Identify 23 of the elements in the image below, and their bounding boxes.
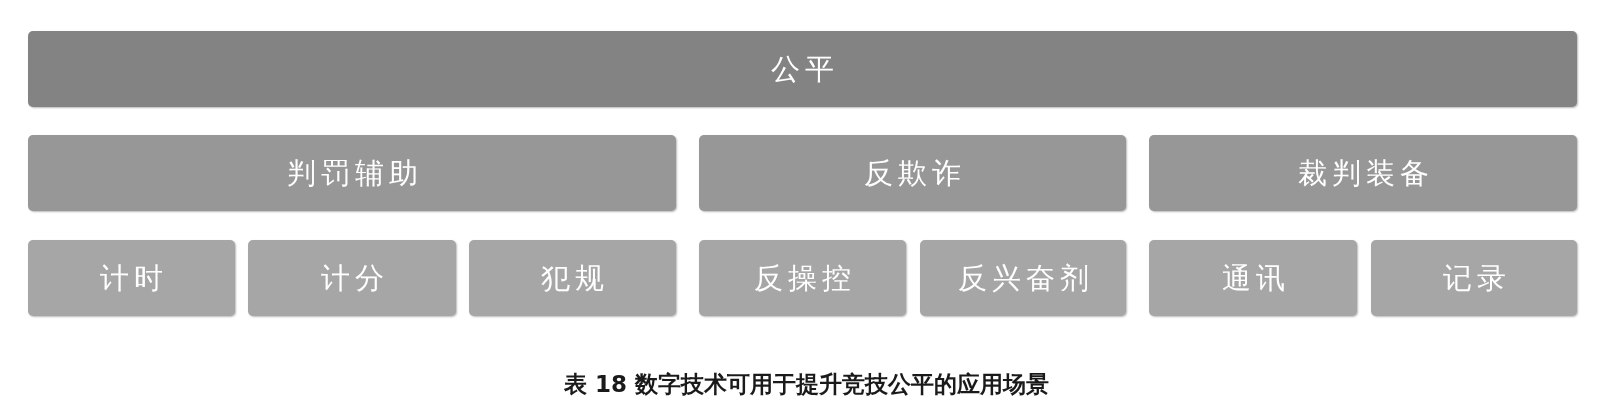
- category-band: [699, 135, 1126, 211]
- scenario-tile: [248, 240, 456, 316]
- band-label: 裁判装备: [1297, 155, 1434, 191]
- scenario-tile: [1149, 240, 1357, 316]
- band-label: 公平: [771, 51, 839, 87]
- band-label: 反兴奋剂: [957, 260, 1094, 296]
- category-band: [28, 135, 676, 211]
- top-band: [28, 31, 1577, 107]
- scenario-tile: [28, 240, 235, 316]
- figure-caption: 表 18 数字技术可用于提升竞技公平的应用场景: [564, 371, 1049, 397]
- scenario-tile: [920, 240, 1126, 316]
- category-band: [1149, 135, 1577, 211]
- band-label: 反操控: [754, 260, 856, 296]
- band-label: 记录: [1442, 260, 1511, 296]
- band-label: 计时: [100, 260, 168, 296]
- band-label: 犯规: [541, 260, 609, 296]
- band-label: 反欺诈: [864, 155, 966, 191]
- band-label: 计分: [320, 260, 389, 296]
- band-label: 通讯: [1221, 260, 1290, 296]
- scenario-tile: [699, 240, 906, 316]
- scenario-tile: [1371, 240, 1577, 316]
- band-label: 判罚辅助: [286, 155, 423, 191]
- scenario-tile: [469, 240, 676, 316]
